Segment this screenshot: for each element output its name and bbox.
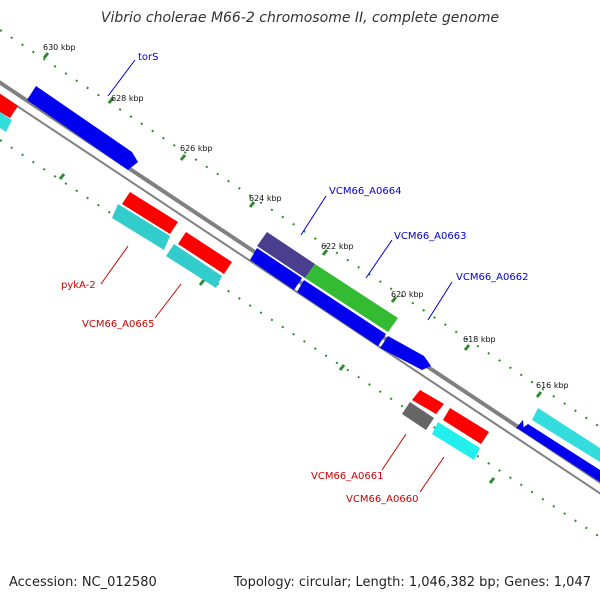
tick-label: 620 kbp	[391, 290, 424, 299]
rna-feature-1[interactable]	[532, 408, 600, 462]
leader-VCM66_A0660	[419, 456, 445, 493]
tick-row-inner	[0, 139, 600, 538]
gene-feature-VCM66_A0661[interactable]	[412, 390, 444, 414]
rna-feature-5[interactable]	[432, 422, 480, 460]
tick-row-outer	[0, 29, 600, 428]
gene-feature-torS[interactable]	[27, 86, 138, 170]
map-title: Vibrio cholerae M66-2 chromosome II, com…	[100, 10, 500, 26]
gene-label-VCM66_A0662[interactable]: VCM66_A0662	[456, 272, 528, 283]
leader-VCM66_A0665	[154, 283, 182, 319]
gene-feature-VCM66_A0662[interactable]	[380, 336, 431, 370]
accession-text: Accession: NC_012580	[9, 575, 157, 590]
gene-label-pykA-2[interactable]: pykA-2	[61, 280, 96, 291]
tick-label: 622 kbp	[321, 242, 354, 251]
major-ticks	[42, 52, 543, 484]
tick-label: 616 kbp	[536, 381, 569, 390]
gene-feature-fwd-1[interactable]	[250, 248, 302, 290]
major-tick	[179, 154, 187, 161]
rna-feature-2[interactable]	[0, 112, 12, 132]
major-tick	[321, 249, 329, 256]
major-tick	[463, 344, 471, 351]
reverse-rna	[112, 204, 480, 460]
gene-feature-rev-2[interactable]	[178, 232, 232, 274]
tick-label: 618 kbp	[463, 335, 496, 344]
gene-feature-fwd-3[interactable]	[520, 424, 600, 482]
leader-VCM66_A0664	[300, 195, 327, 236]
gene-feature-VCM66_A0660[interactable]	[443, 408, 489, 444]
leader-torS	[107, 59, 136, 97]
gene-feature-rev-1[interactable]	[0, 94, 18, 118]
gene-labels: torS VCM66_A0664 VCM66_A0663 VCM66_A0662…	[61, 52, 528, 505]
gene-label-leaders	[100, 59, 453, 493]
forward-rna	[0, 112, 600, 462]
reverse-features	[0, 94, 489, 444]
rna-feature-3[interactable]	[112, 204, 170, 250]
tick-labels: 630 kbp 628 kbp 626 kbp 624 kbp 622 kbp …	[43, 43, 569, 390]
gene-feature-VCM66_A0664[interactable]	[257, 232, 315, 278]
topology-text: Topology: circular; Length: 1,046,382 bp…	[233, 575, 591, 590]
gene-feature-pykA-2[interactable]	[122, 192, 178, 234]
gene-label-VCM66_A0660[interactable]: VCM66_A0660	[346, 494, 418, 505]
gene-feature-fwd-2[interactable]	[297, 280, 386, 346]
major-tick	[198, 279, 206, 286]
tick-label: 626 kbp	[180, 144, 213, 153]
major-tick	[338, 364, 346, 371]
major-tick	[58, 173, 66, 180]
forward-features	[27, 86, 600, 482]
major-tick	[248, 201, 256, 208]
leader-VCM66_A0661	[381, 433, 407, 471]
major-tick	[488, 477, 496, 484]
leader-pykA-2	[100, 245, 129, 285]
tick-rows	[0, 29, 600, 538]
gene-label-VCM66_A0661[interactable]: VCM66_A0661	[311, 471, 383, 482]
gene-feature-VCM66_A0663[interactable]	[305, 264, 398, 332]
gene-feature-unknown[interactable]	[402, 402, 434, 430]
major-tick	[42, 52, 50, 59]
gene-feature-fwd-arrowhead[interactable]	[516, 420, 524, 432]
tick-label: 628 kbp	[111, 94, 144, 103]
tick-label: 630 kbp	[43, 43, 76, 52]
leader-VCM66_A0662	[427, 281, 453, 321]
gene-label-VCM66_A0664[interactable]: VCM66_A0664	[329, 186, 401, 197]
major-tick	[107, 97, 115, 104]
tick-label: 624 kbp	[249, 194, 282, 203]
major-tick	[535, 391, 543, 398]
leader-VCM66_A0663	[365, 239, 393, 279]
gene-label-VCM66_A0663[interactable]: VCM66_A0663	[394, 231, 466, 242]
gene-label-torS[interactable]: torS	[138, 52, 159, 63]
gene-label-VCM66_A0665[interactable]: VCM66_A0665	[82, 319, 154, 330]
rna-feature-4[interactable]	[166, 244, 222, 288]
major-tick	[390, 296, 398, 303]
